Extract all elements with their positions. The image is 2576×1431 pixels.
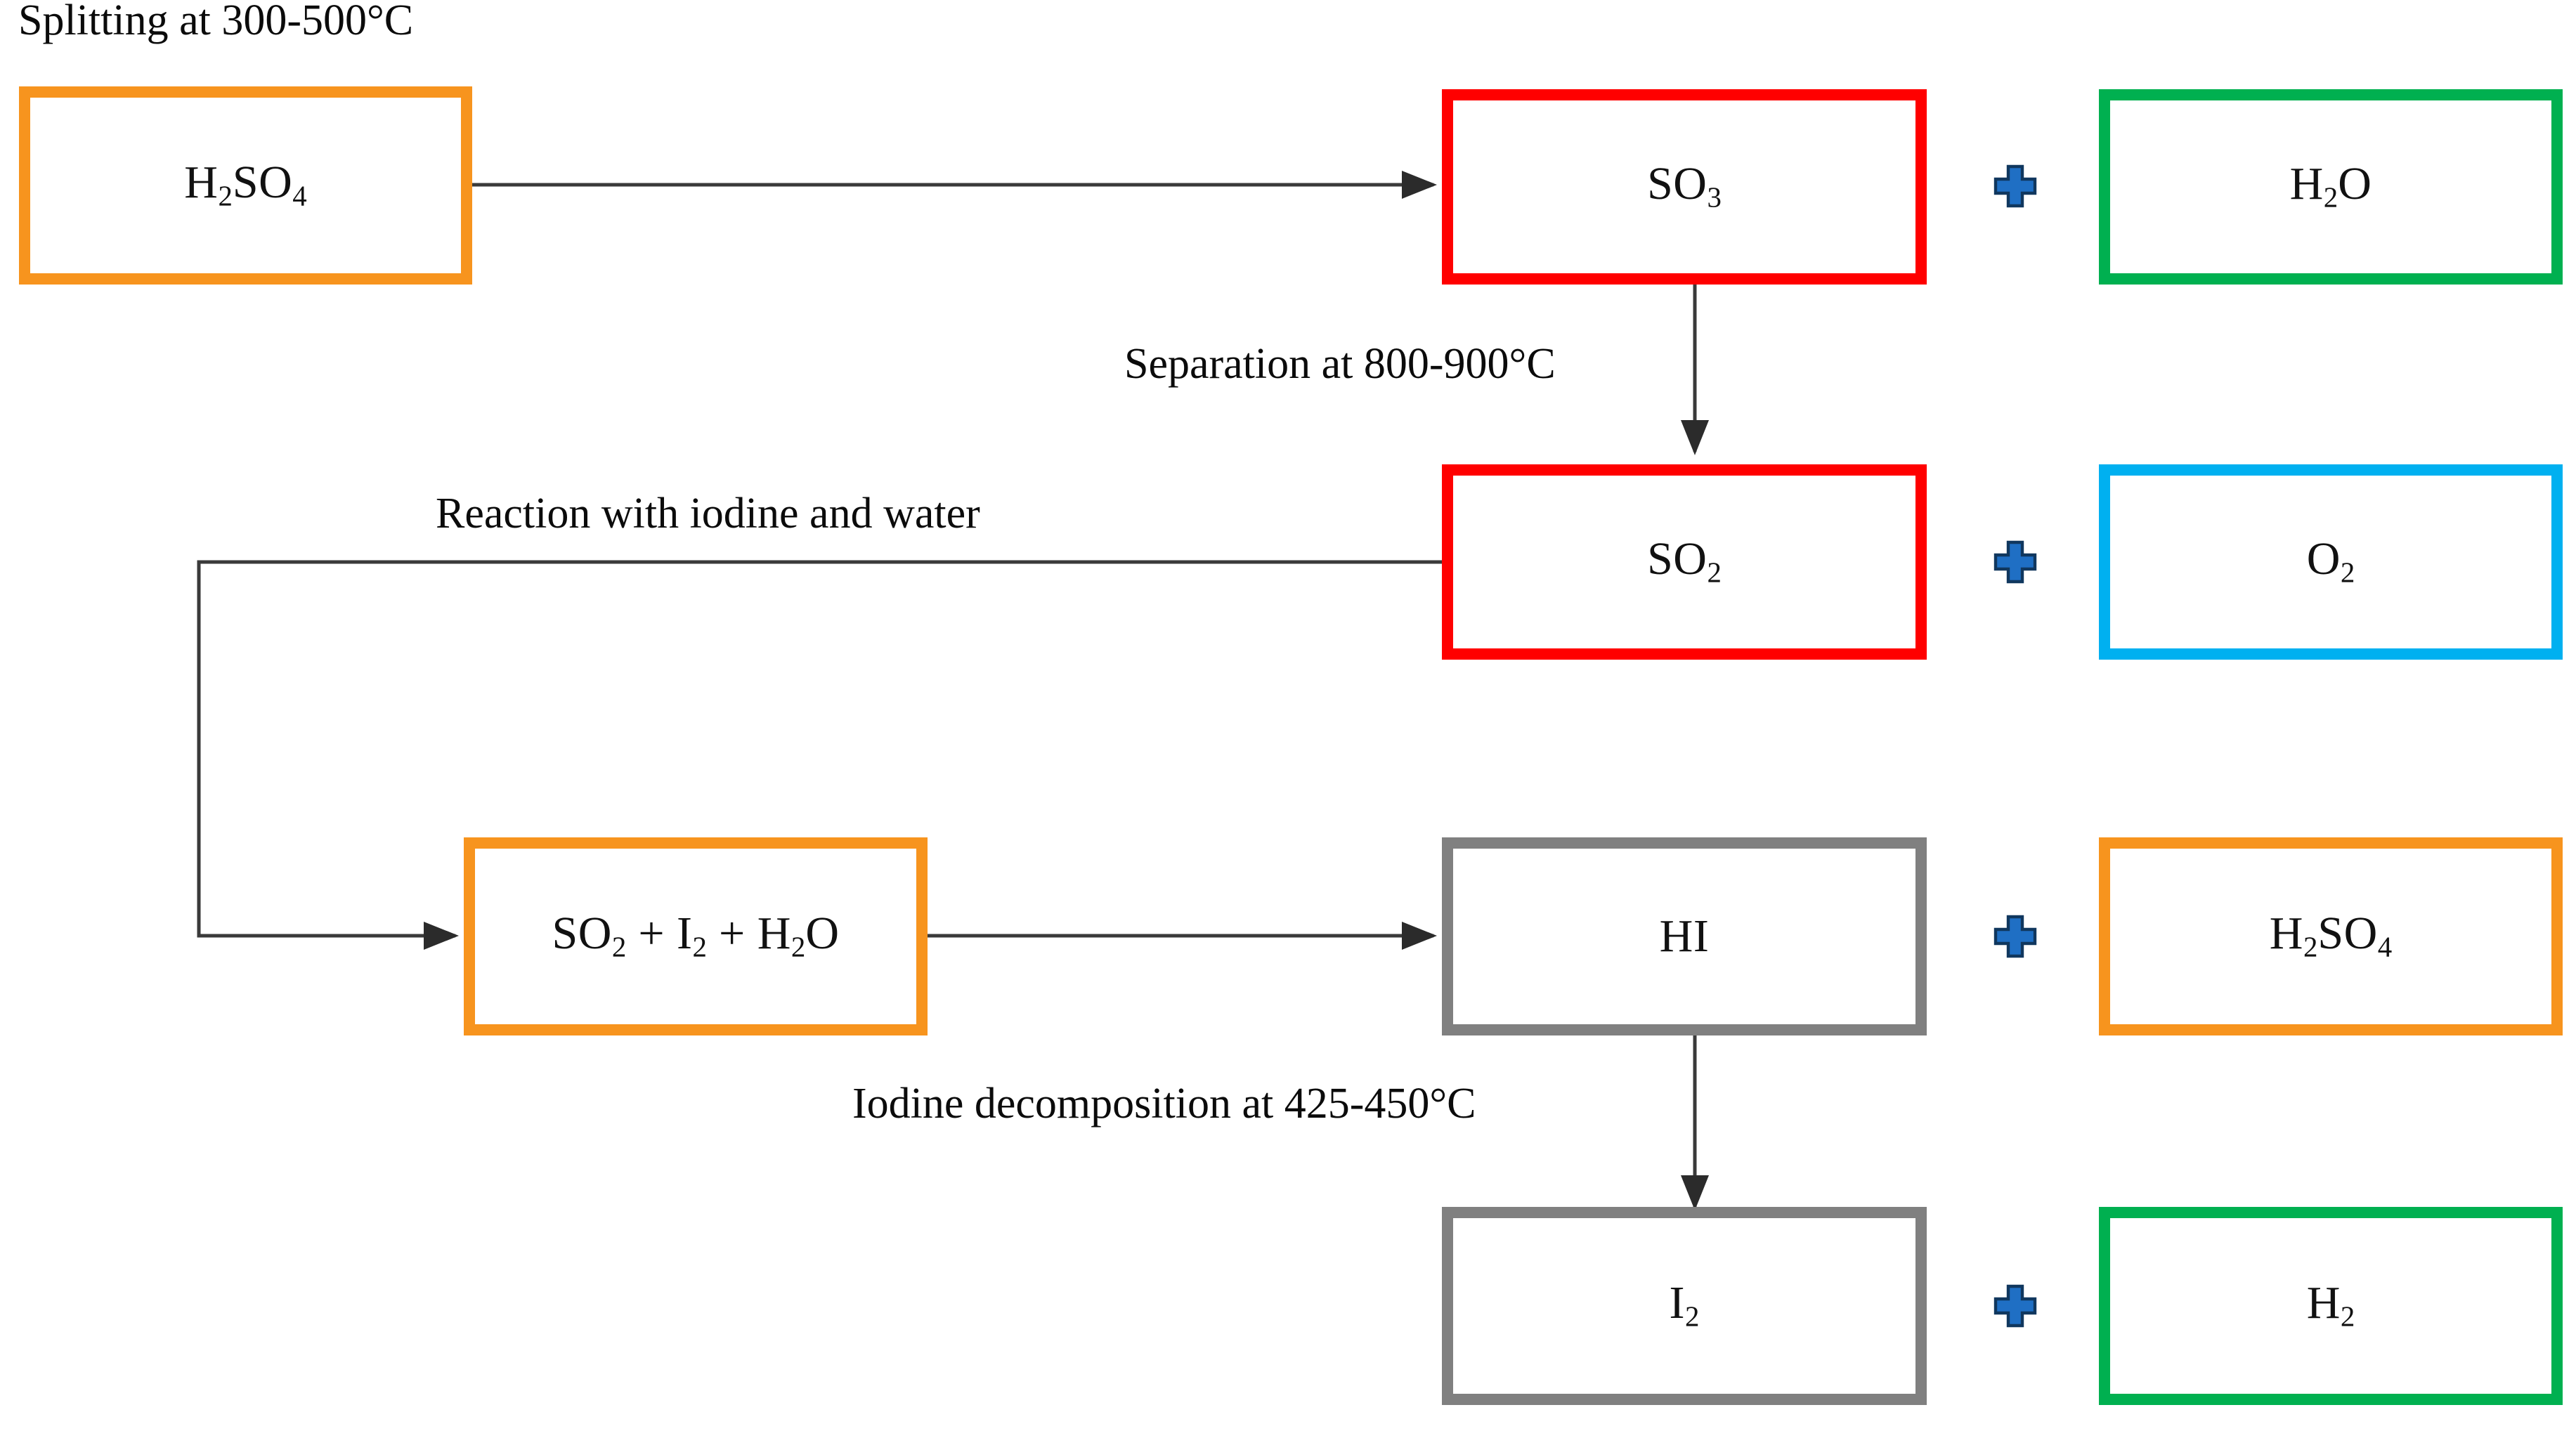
node-label-h2o: H2O	[2289, 158, 2372, 214]
node-hi[interactable]: HI	[1442, 837, 1927, 1035]
node-label-so3: SO3	[1647, 158, 1722, 214]
node-label-h2so4-out: H2SO4	[2269, 908, 2393, 963]
node-so2[interactable]: SO2	[1442, 464, 1927, 660]
plus-icon-row-4	[1993, 1283, 2038, 1328]
node-label-h2: H2	[2306, 1277, 2355, 1333]
node-label-o2: O2	[2306, 533, 2355, 589]
plus-icon-row-3	[1993, 914, 2038, 959]
node-label-h2so4-feed: H2SO4	[184, 157, 307, 212]
node-label-so2-i2-h2o: SO2 + I2 + H2O	[552, 908, 840, 963]
edge-label-reaction-with-iodine-and-water: Reaction with iodine and water	[436, 490, 980, 537]
node-label-so2: SO2	[1647, 533, 1722, 589]
node-h2so4-out[interactable]: H2SO4	[2099, 837, 2563, 1035]
node-h2o[interactable]: H2O	[2099, 89, 2563, 285]
edge-label-iodine-decomposition: Iodine decomposition at 425-450°C	[852, 1080, 1476, 1128]
node-label-hi: HI	[1659, 910, 1710, 962]
plus-icon-row-1	[1993, 164, 2038, 209]
edge-label-separation: Separation at 800-900°C	[1124, 340, 1556, 388]
node-h2so4-feed[interactable]: H2SO4	[19, 86, 472, 285]
node-so3[interactable]: SO3	[1442, 89, 1927, 285]
node-o2[interactable]: O2	[2099, 464, 2563, 660]
plus-icon-row-2	[1993, 540, 2038, 584]
edge-label-splitting: Splitting at 300-500°C	[18, 0, 414, 44]
node-so2-i2-h2o[interactable]: SO2 + I2 + H2O	[464, 837, 928, 1035]
node-label-i2: I2	[1669, 1277, 1700, 1333]
node-i2[interactable]: I2	[1442, 1207, 1927, 1405]
node-h2[interactable]: H2	[2099, 1207, 2563, 1405]
